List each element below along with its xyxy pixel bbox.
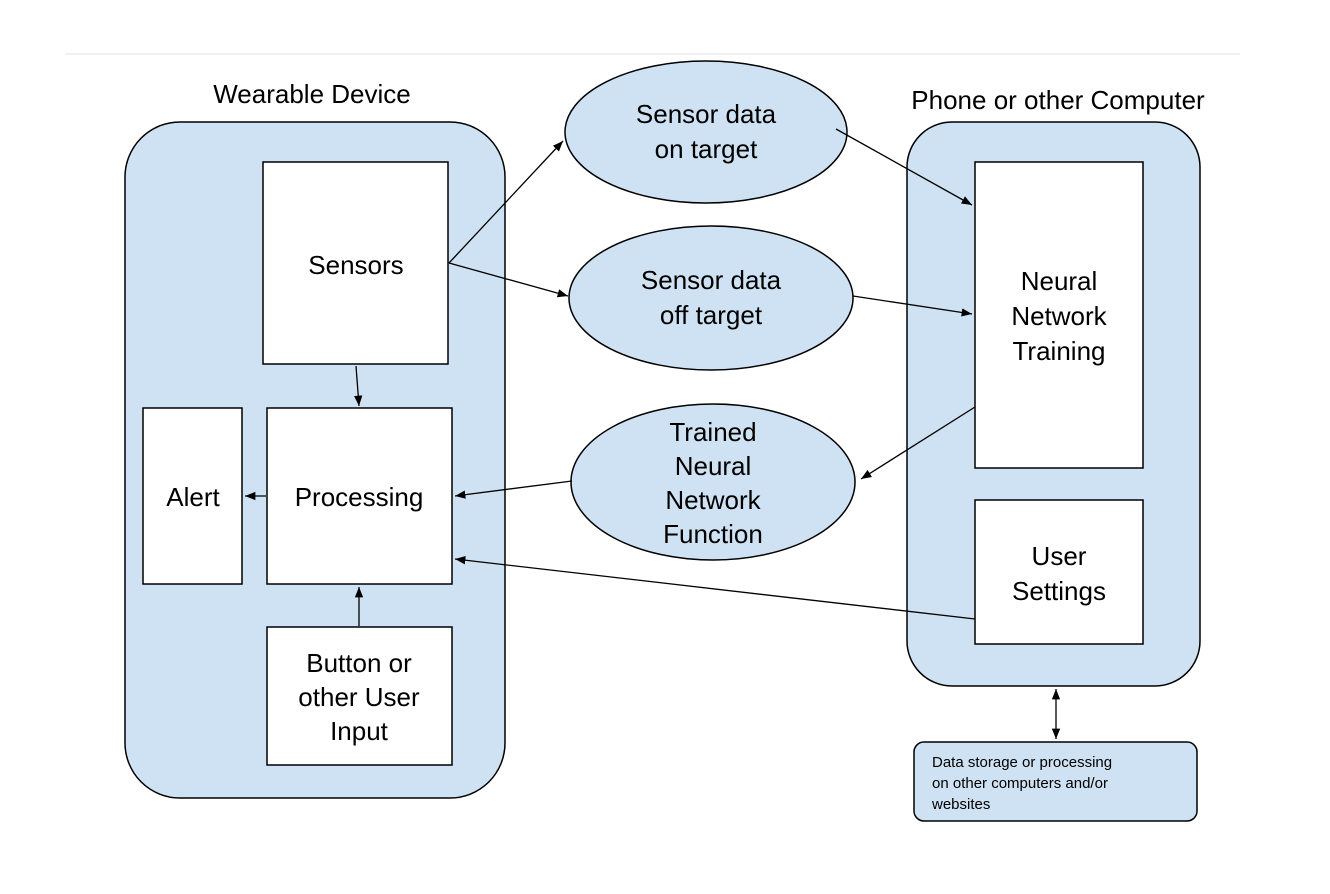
on-target-label-1: Sensor data — [636, 99, 777, 129]
sensor-off-target-ellipse — [568, 225, 854, 371]
arrow-sensors-to-off-target — [448, 262, 569, 298]
storage-label-3: websites — [931, 796, 990, 813]
trained-label-2: Neural — [675, 451, 752, 481]
arrow-sensors-to-on-target — [448, 140, 564, 264]
storage-label-1: Data storage or processing — [932, 754, 1112, 771]
arrow-sensors-to-processing — [354, 365, 363, 407]
training-label-3: Training — [1013, 336, 1106, 366]
user-input-block — [266, 626, 453, 766]
arrow-training-to-trained — [860, 406, 976, 480]
sensors-block — [262, 161, 449, 365]
processing-block — [266, 407, 453, 585]
off-target-label-2: off target — [660, 300, 763, 330]
off-target-label-1: Sensor data — [641, 265, 782, 295]
arrow-settings-to-processing — [454, 556, 976, 620]
training-label-1: Neural — [1021, 266, 1098, 296]
user-input-label-2: other User — [298, 682, 420, 712]
computer-title: Phone or other Computer — [911, 85, 1205, 115]
settings-label-1: User — [1032, 541, 1087, 571]
settings-label-2: Settings — [1012, 576, 1106, 606]
training-block — [974, 161, 1144, 469]
training-label-2: Network — [1011, 301, 1107, 331]
trained-network-ellipse — [570, 403, 856, 561]
user-input-label-1: Button or — [306, 648, 412, 678]
processing-label: Processing — [295, 482, 424, 512]
data-storage-box — [913, 741, 1198, 822]
sensors-label: Sensors — [308, 250, 403, 280]
sensor-on-target-ellipse — [564, 60, 848, 204]
on-target-label-2: on target — [655, 134, 758, 164]
trained-label-1: Trained — [669, 417, 756, 447]
arrow-on-target-to-training — [835, 128, 973, 206]
settings-block — [974, 499, 1144, 645]
arrow-trained-to-processing — [454, 480, 573, 499]
trained-label-4: Function — [663, 519, 763, 549]
trained-label-3: Network — [665, 485, 761, 515]
arrow-off-target-to-training — [852, 295, 973, 317]
alert-label: Alert — [166, 482, 220, 512]
wearable-title: Wearable Device — [213, 79, 411, 109]
alert-block — [142, 407, 243, 585]
storage-label-2: on other computers and/or — [932, 775, 1108, 792]
user-input-label-3: Input — [330, 716, 389, 746]
